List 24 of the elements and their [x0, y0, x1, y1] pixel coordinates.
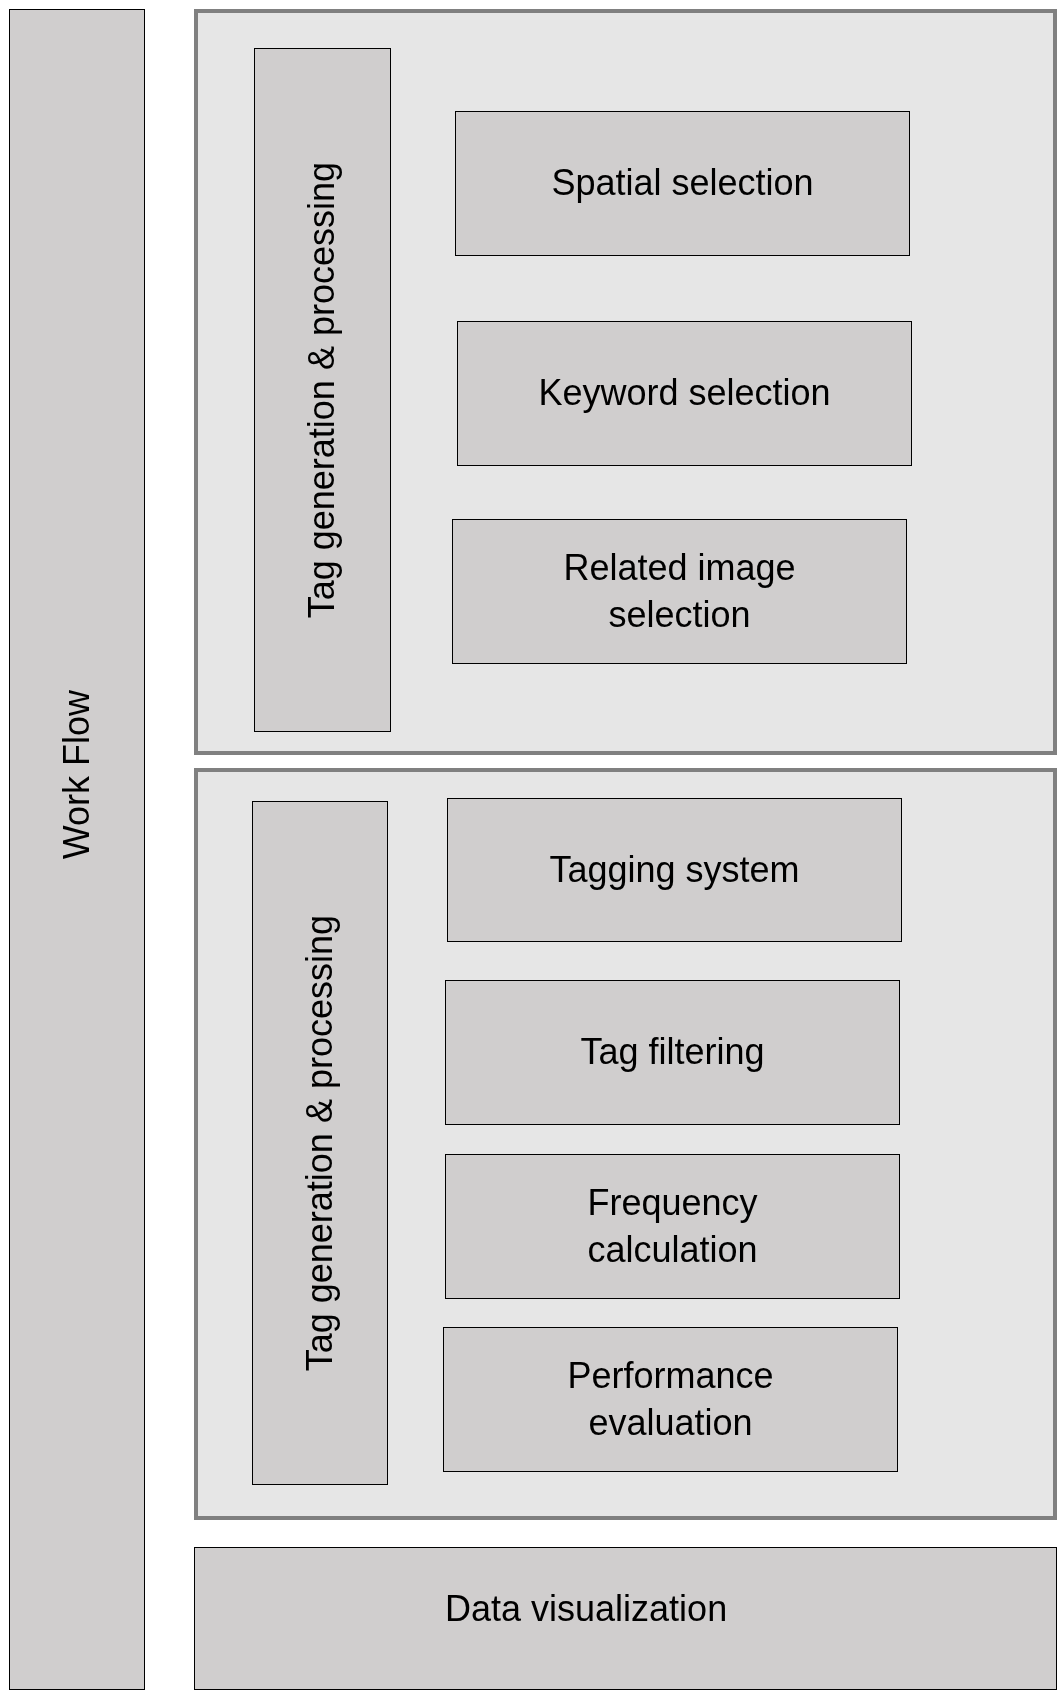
box-label: Data visualization — [445, 1587, 728, 1631]
process-box — [452, 519, 907, 664]
vertical-bar — [254, 48, 391, 732]
process-box — [194, 1547, 1057, 1690]
process-box — [445, 980, 900, 1125]
vertical-label: Work Flow — [54, 690, 98, 860]
process-box — [457, 321, 912, 466]
process-box — [455, 111, 910, 256]
vertical-label: Tag generation & processing — [300, 161, 344, 619]
box-label: Related image selection — [562, 545, 797, 637]
process-box — [447, 798, 902, 942]
process-box — [443, 1327, 898, 1472]
box-label: Frequency calculation — [586, 1180, 759, 1272]
box-label: Spatial selection — [551, 161, 814, 206]
section-panel — [194, 9, 1057, 755]
box-label: Tagging system — [549, 847, 800, 892]
box-label: Performance evaluation — [566, 1353, 775, 1445]
box-label: Keyword selection — [538, 371, 831, 416]
vertical-bar — [252, 801, 388, 1485]
vertical-label: Tag generation & processing — [297, 914, 341, 1372]
section-panel — [194, 768, 1057, 1520]
vertical-bar — [9, 9, 145, 1690]
process-box — [445, 1154, 900, 1299]
box-label: Tag filtering — [580, 1030, 765, 1075]
